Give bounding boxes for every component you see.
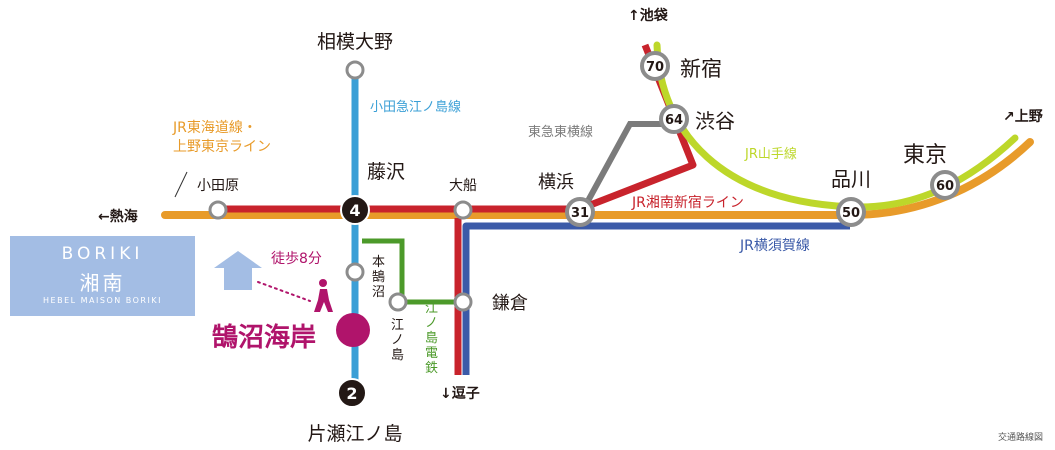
- station-label-odawara: 小田原: [197, 178, 239, 194]
- line-label-odakyu-enoshima: 小田急江ノ島線: [370, 99, 461, 115]
- station-label-kamakura: 鎌倉: [492, 293, 528, 314]
- property-brand-box: BORIKI 湘南 HEBEL MAISON BORIKI: [10, 236, 195, 316]
- station-label-fujisawa: 藤沢: [367, 161, 405, 183]
- station-label-tokyo: 東京: [903, 143, 947, 168]
- station-marker-odawara: [208, 200, 228, 220]
- line-label-jr-yamanote: JR山手線: [744, 146, 797, 162]
- station-label-shinagawa: 品川: [831, 167, 871, 191]
- station-marker-shinagawa: [836, 197, 866, 227]
- property-area: 湘南: [79, 271, 126, 295]
- station-label-yokohama: 横浜: [538, 172, 574, 193]
- travel-minutes-shibuya: 64: [665, 113, 683, 128]
- station-marker-yokohama: [565, 197, 595, 227]
- travel-minutes-fujisawa: 4: [349, 201, 360, 220]
- direction-label-ikebukuro: ↑池袋: [628, 7, 669, 24]
- map-caption: 交通路線図: [998, 431, 1043, 443]
- station-label-katase-enoshima: 片瀬江ノ島: [307, 423, 402, 445]
- walk-route: [257, 281, 311, 302]
- line-tokyu-toyoko: [580, 121, 672, 212]
- legend-divider: [174, 171, 188, 198]
- station-label-sagami-ono: 相模大野: [317, 31, 393, 53]
- line-label-jr-shonan-shinjuku: JR湘南新宿ライン: [631, 194, 744, 211]
- station-marker-kamakura: [453, 292, 473, 312]
- station-marker-shinjuku: [640, 51, 670, 81]
- travel-minutes-shinagawa: 50: [842, 206, 860, 221]
- station-label-hon-kugenuma: 本鵠沼: [372, 255, 385, 300]
- walk-time-label: 徒歩8分: [271, 251, 322, 267]
- station-label-kugenuma-kaigan: 鵠沼海岸: [212, 323, 316, 353]
- property-name: BORIKI: [61, 244, 144, 264]
- station-label-ofuna: 大船: [449, 178, 477, 194]
- station-marker-ofuna: [453, 200, 473, 220]
- travel-minutes-yokohama: 31: [571, 206, 589, 221]
- station-label-enoshima: 江ノ島: [391, 318, 404, 363]
- line-jr-yokosuka: [462, 222, 850, 375]
- line-label-jr-tokaido: JR東海道線・上野東京ライン: [172, 120, 271, 155]
- travel-minutes-shinjuku: 70: [646, 60, 664, 75]
- direction-label-ueno: ↗上野: [1003, 109, 1043, 125]
- direction-label-zushi: ↓逗子: [440, 386, 480, 402]
- station-marker-fujisawa: [340, 195, 370, 225]
- line-enoden: [362, 238, 466, 305]
- line-label-jr-yokosuka: JR横須賀線: [739, 238, 810, 254]
- direction-arrow-icon: [214, 251, 262, 290]
- travel-minutes-tokyo: 60: [936, 179, 954, 194]
- line-label-tokyu-toyoko: 東急東横線: [528, 124, 593, 140]
- travel-minutes-katase-enoshima: 2: [346, 384, 357, 403]
- station-marker-shibuya: [659, 104, 689, 134]
- station-marker-katase-enoshima: [337, 378, 367, 408]
- walking-person-icon: [314, 279, 333, 312]
- station-marker-enoshima: [388, 292, 408, 312]
- property-subtitle: HEBEL MAISON BORIKI: [43, 296, 162, 305]
- station-label-shibuya: 渋谷: [695, 109, 735, 133]
- station-label-shinjuku: 新宿: [680, 57, 722, 81]
- station-marker-kugenuma-kaigan: [336, 313, 370, 347]
- station-marker-hon-kugenuma: [345, 262, 365, 282]
- line-label-enoden: 江ノ島電鉄: [425, 301, 438, 376]
- station-marker-sagami-ono: [345, 60, 365, 80]
- direction-label-atami: ←熱海: [98, 208, 138, 225]
- station-marker-tokyo: [930, 170, 960, 200]
